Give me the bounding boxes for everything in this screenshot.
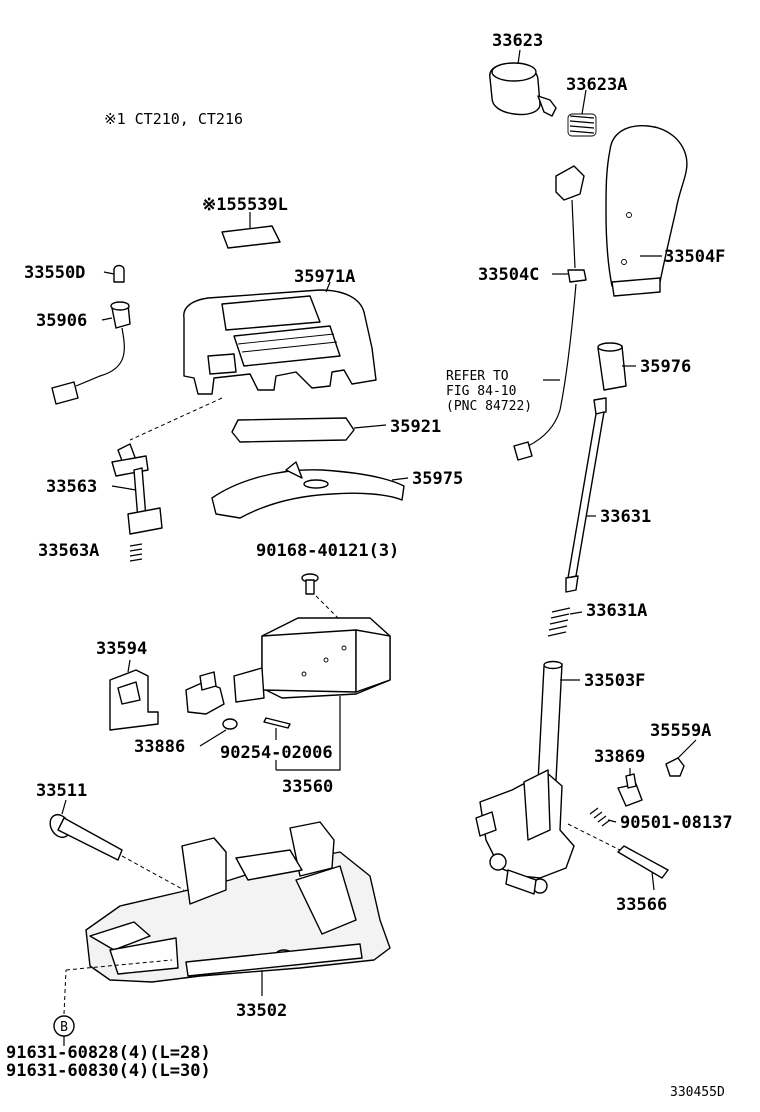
knob-lock-35976[interactable] [597, 342, 627, 391]
label-90168: 90168-40121(3) [256, 541, 399, 561]
label-90254: 90254-02006 [220, 743, 333, 763]
indicator-window-35921[interactable] [231, 417, 355, 443]
label-33566: 33566 [616, 895, 667, 915]
leader-90501 [607, 819, 617, 823]
leader-33560-bracket [275, 696, 341, 771]
label-33623A: 33623A [566, 75, 627, 95]
label-33504F: 33504F [664, 247, 725, 267]
leader-33563 [111, 485, 137, 491]
dash-bolt [121, 855, 185, 891]
label-90501: 90501-08137 [620, 813, 733, 833]
spring-33623A[interactable] [567, 113, 597, 137]
spring-90501-08137[interactable] [589, 807, 611, 827]
label-91631-a: 91631-60828(4)(L=28) [6, 1043, 211, 1063]
label-33869: 33869 [594, 747, 645, 767]
dash-pin-33566 [567, 823, 621, 851]
stopper-33869[interactable] [617, 773, 643, 807]
leader-35559A [677, 739, 697, 759]
label-55539L: ※155539L [202, 195, 288, 215]
spring-33631A[interactable] [547, 607, 571, 637]
shift-lever-33503F[interactable] [475, 660, 575, 895]
label-33550D: 33550D [24, 263, 85, 283]
label-33623: 33623 [492, 31, 543, 51]
label-33631A: 33631A [586, 601, 647, 621]
shift-lever-housing-33502[interactable] [85, 821, 391, 983]
knob-button-33623[interactable] [489, 62, 557, 117]
dash-callout-B-2 [65, 959, 173, 971]
label-33594: 33594 [96, 639, 147, 659]
stop-lever-assembly[interactable] [185, 671, 225, 715]
bracket-33594[interactable] [109, 669, 159, 731]
screw-90168-40121[interactable] [301, 573, 319, 595]
dash-screw [315, 595, 341, 621]
refer-line-2: FIG 84-10 [446, 384, 516, 399]
leader-33594 [127, 659, 131, 673]
shift-knob-33504F[interactable] [605, 125, 688, 297]
leader-35971A [325, 281, 331, 293]
callout-b-text: B [60, 1020, 68, 1035]
leader-35921 [353, 424, 387, 429]
pin-90254-02006[interactable] [263, 717, 291, 729]
clip-35559A[interactable] [665, 757, 685, 777]
figure-id: 330455D [670, 1085, 725, 1100]
indicator-housing-35971A[interactable] [183, 289, 377, 395]
leader-33550D [103, 271, 115, 275]
pin-33566[interactable] [617, 845, 669, 879]
label-33886: 33886 [134, 737, 185, 757]
label-33563A: 33563A [38, 541, 99, 561]
leader-33623A [581, 89, 587, 115]
callout-b: B [53, 1015, 75, 1037]
label-33511: 33511 [36, 781, 87, 801]
bolt-33511[interactable] [46, 811, 123, 861]
bulb-33550D[interactable] [113, 264, 125, 283]
label-35559A: 35559A [650, 721, 711, 741]
leader-33623 [517, 49, 521, 65]
label-35921: 35921 [390, 417, 441, 437]
label-35906: 35906 [36, 311, 87, 331]
label-35975: 35975 [412, 469, 463, 489]
label-33560: 33560 [282, 777, 333, 797]
slide-cover-35975[interactable] [211, 461, 405, 519]
dash-35971A-33563 [129, 397, 223, 441]
push-rod-33631[interactable] [565, 397, 607, 593]
label-plate-55539L[interactable] [221, 225, 281, 249]
label-33504C: 33504C [478, 265, 539, 285]
label-33503F: 33503F [584, 671, 645, 691]
label-91631-b: 91631-60830(4)(L=30) [6, 1061, 211, 1081]
refer-line-3: (PNC 84722) [446, 399, 532, 414]
label-33631: 33631 [600, 507, 651, 527]
label-33563: 33563 [46, 477, 97, 497]
leader-33511 [61, 799, 67, 815]
leader-35975 [391, 477, 409, 481]
dash-callout-B [63, 969, 67, 1015]
label-35976: 35976 [640, 357, 691, 377]
leader-33886 [199, 729, 227, 747]
leader-33631A [569, 611, 583, 615]
leader-35906 [101, 317, 113, 321]
note-text: ※1 CT210, CT216 [104, 110, 243, 128]
knob-switch-cable-33504C[interactable] [513, 165, 587, 461]
label-33502: 33502 [236, 1001, 287, 1021]
shift-lock-solenoid-33560[interactable] [233, 617, 391, 703]
bulb-socket-35906[interactable] [51, 301, 131, 405]
spring-33563A[interactable] [129, 543, 143, 562]
collar-33886[interactable] [222, 718, 238, 730]
refer-line-1: REFER TO [446, 369, 509, 384]
label-35971A: 35971A [294, 267, 355, 287]
leader-33566 [651, 871, 655, 891]
lock-plate-33563[interactable] [111, 443, 163, 535]
